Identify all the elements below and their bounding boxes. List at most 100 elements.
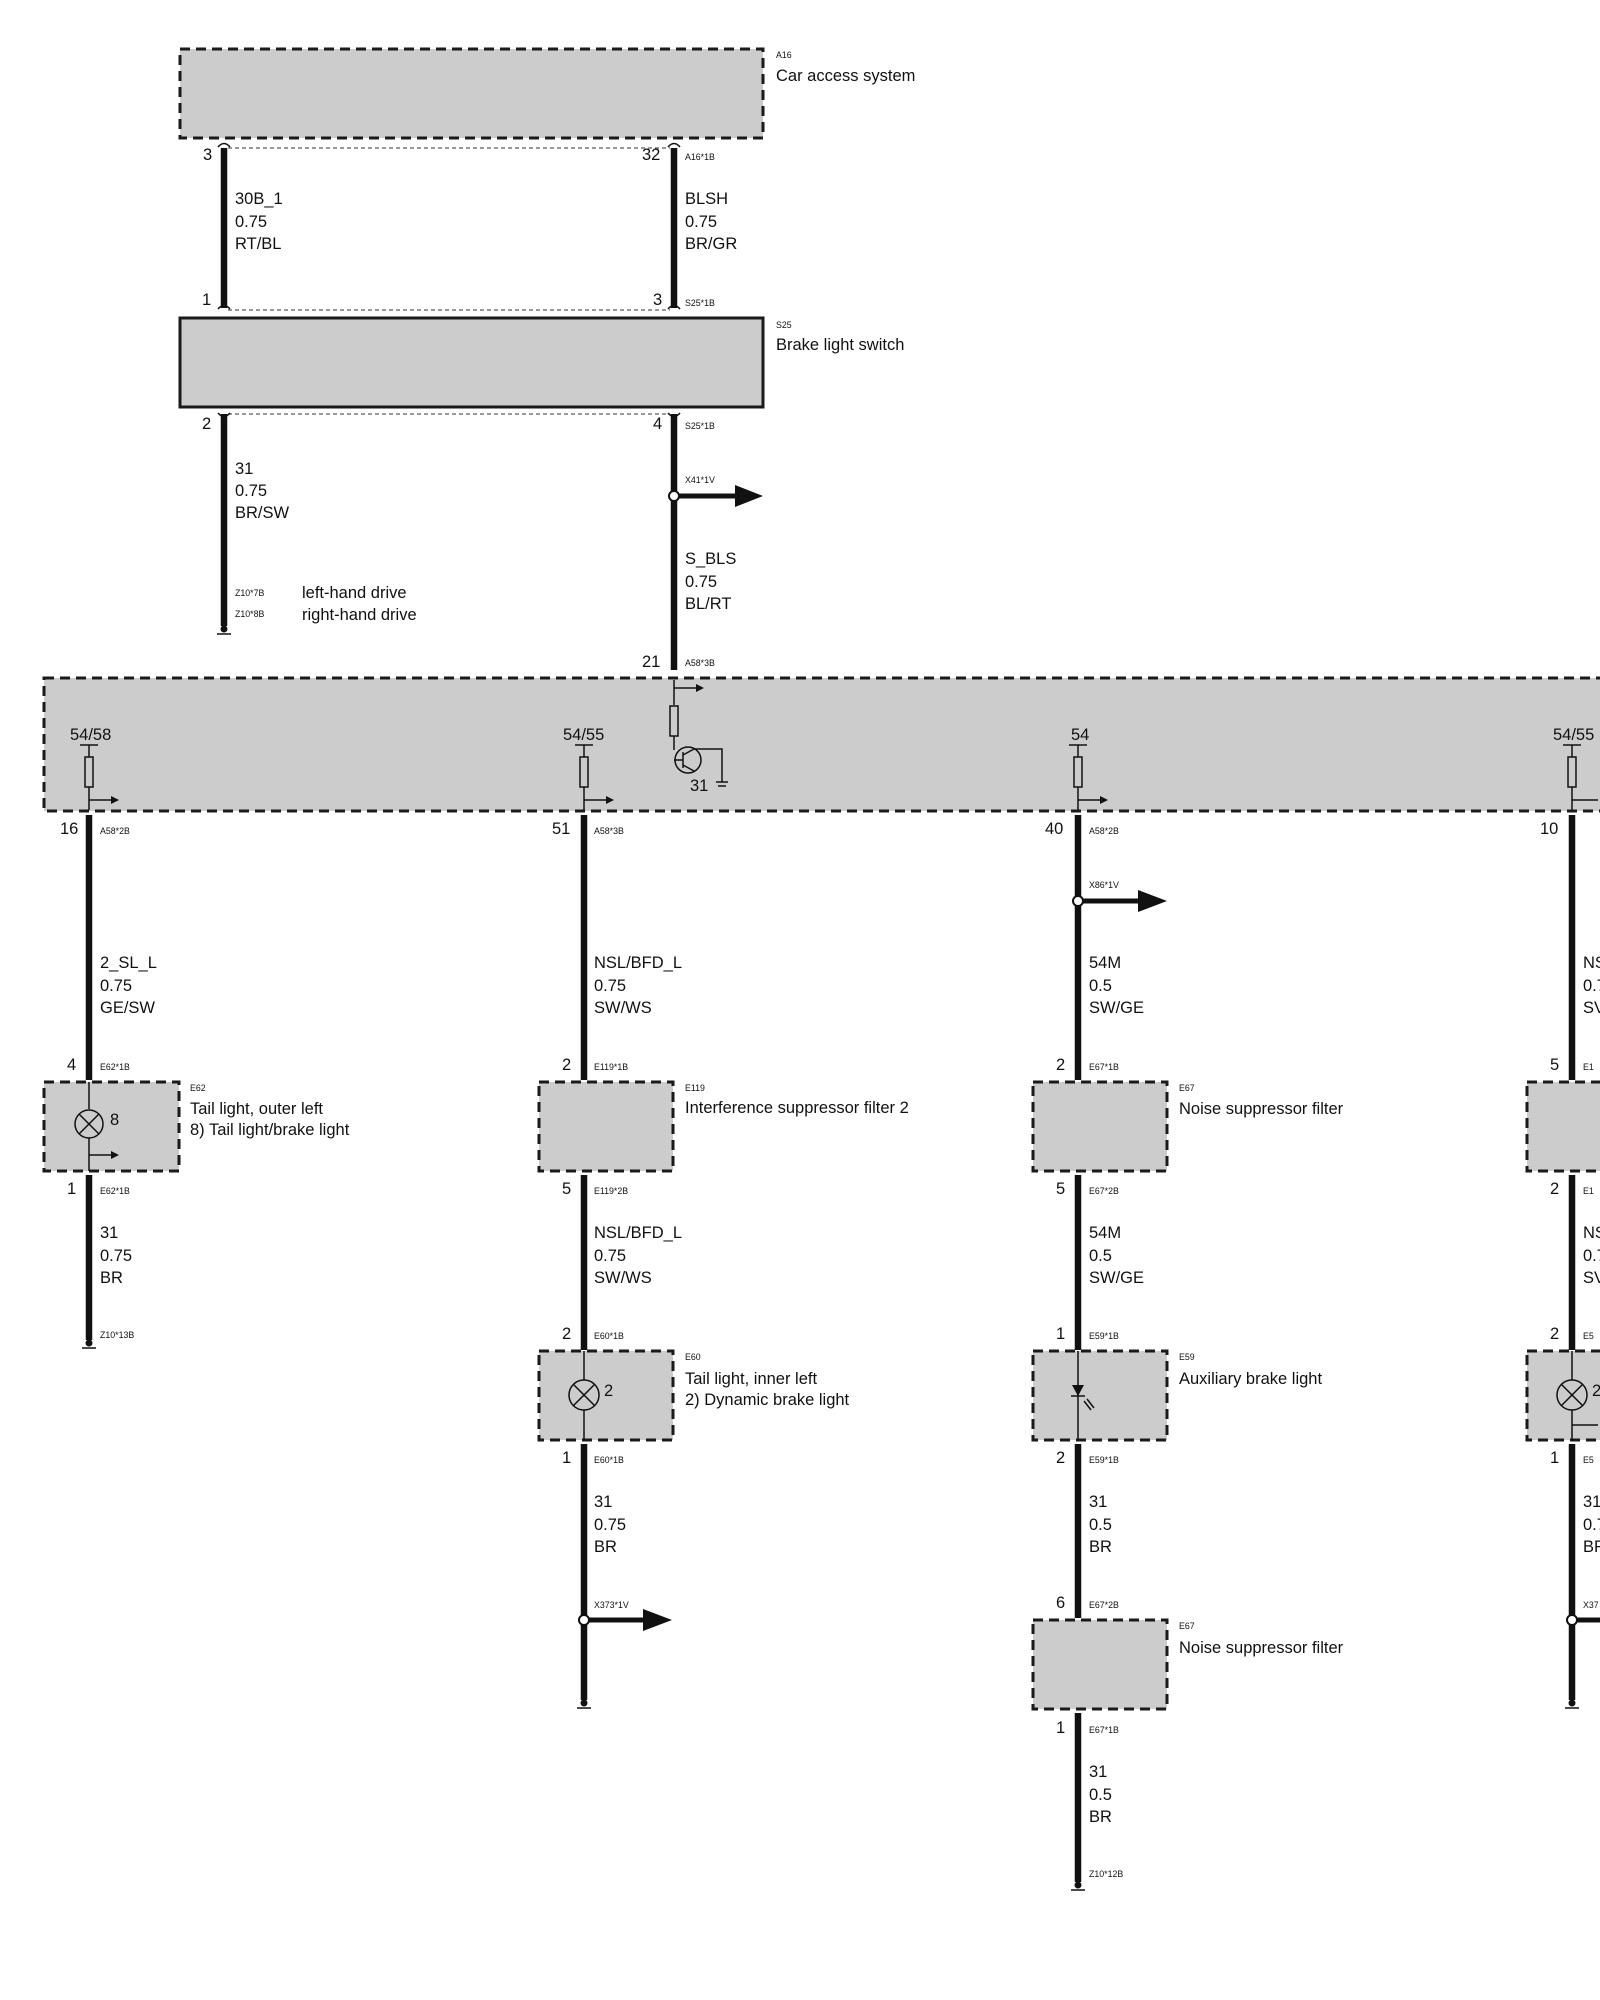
w4-size: 0.75: [685, 573, 717, 591]
w15-color: BF: [1583, 1538, 1600, 1556]
a58-internal-arrow: [1100, 796, 1108, 804]
component-e59-auxiliary-brake-light[interactable]: [1031, 1349, 1169, 1442]
w14-size: 0.5: [1089, 1516, 1112, 1534]
w9-size: 0.75: [100, 1247, 132, 1265]
conn-a58-3b-b: A58*3B: [594, 826, 624, 836]
component-a16-car-access-system[interactable]: [178, 47, 765, 140]
pin-e58-2a: 2: [1550, 1180, 1559, 1198]
component-a58-light-module[interactable]: [42, 676, 1600, 813]
w16-size: 0.5: [1089, 1786, 1112, 1804]
pin-s25-2: 2: [202, 415, 211, 433]
conn-e58-c3: E5: [1583, 1331, 1594, 1341]
pin-e59-1: 1: [1056, 1325, 1065, 1343]
w2-signal: BLSH: [685, 190, 728, 208]
w8-size: 0.7: [1583, 977, 1600, 995]
w14-color: BR: [1089, 1538, 1112, 1556]
conn-e60-1b-b: E60*1B: [594, 1455, 624, 1465]
conn-e62-1b-b: E62*1B: [100, 1186, 130, 1196]
conn-a16-1b: A16*1B: [685, 152, 715, 162]
w10-signal: NSL/BFD_L: [594, 1224, 682, 1242]
w9-signal: 31: [100, 1224, 118, 1242]
a58-ground-31: 31: [690, 777, 708, 795]
conn-x37-cut: X37: [1583, 1600, 1599, 1610]
component-e60-tail-light-inner-left[interactable]: [537, 1349, 675, 1442]
w11-color: SW/GE: [1089, 1269, 1144, 1287]
e67a-id: E67: [1179, 1083, 1195, 1093]
conn-e119-1b: E119*1B: [594, 1062, 628, 1072]
pin-e60-1: 1: [562, 1449, 571, 1467]
w6-color: SW/WS: [594, 999, 652, 1017]
conn-e62-1b-a: E62*1B: [100, 1062, 130, 1072]
conn-z10-7b: Z10*7B: [235, 588, 264, 598]
conn-e67-2b-a: E67*2B: [1089, 1186, 1119, 1196]
lamp-icon-x: [78, 1113, 100, 1135]
component-e119-interference-suppressor-filter-2[interactable]: [537, 1080, 675, 1173]
pin-a16-32: 32: [642, 146, 660, 164]
pin-a58-10: 10: [1540, 820, 1558, 838]
ground-dot: [1568, 1699, 1576, 1707]
w5-size: 0.75: [100, 977, 132, 995]
conn-e58-c2: E1: [1583, 1186, 1594, 1196]
w9-color: BR: [100, 1269, 123, 1287]
w16-signal: 31: [1089, 1763, 1107, 1781]
w13-size: 0.75: [594, 1516, 626, 1534]
w8-color: SV: [1583, 999, 1600, 1017]
w8-signal: NS: [1583, 954, 1600, 972]
e62-lamp-num: 8: [110, 1111, 119, 1129]
conn-x41: X41*1V: [685, 475, 715, 485]
component-e67-noise-suppressor-filter-2[interactable]: [1031, 1618, 1169, 1711]
w7-size: 0.5: [1089, 977, 1112, 995]
w16-color: BR: [1089, 1808, 1112, 1826]
pin-e67a-2: 2: [1056, 1056, 1065, 1074]
e62-name: Tail light, outer left: [190, 1100, 323, 1118]
w1-size: 0.75: [235, 213, 267, 231]
component-col4-filter[interactable]: [1525, 1080, 1600, 1173]
e67b-name: Noise suppressor filter: [1179, 1639, 1344, 1657]
component-e67-noise-suppressor-filter[interactable]: [1031, 1080, 1169, 1173]
e67a-name: Noise suppressor filter: [1179, 1100, 1344, 1118]
conn-s25-1b-top: S25*1B: [685, 298, 715, 308]
s25-id: S25: [776, 320, 792, 330]
pin-e62-4: 4: [67, 1056, 76, 1074]
a58-internal-arrow: [696, 684, 704, 692]
a58-fuse-54-58: 54/58: [70, 726, 111, 744]
pin-a58-51: 51: [552, 820, 570, 838]
conn-z10-8b: Z10*8B: [235, 609, 264, 619]
component-s25-brake-light-switch[interactable]: [178, 316, 765, 409]
e60-lamp-num: 2: [604, 1382, 613, 1400]
conn-x373: X373*1V: [594, 1600, 629, 1610]
a58-line: [682, 764, 695, 772]
conn-e58-c4: E5: [1583, 1455, 1594, 1465]
e59-name: Auxiliary brake light: [1179, 1370, 1322, 1388]
pin-s25-3: 3: [653, 291, 662, 309]
x373-arrow: [643, 1609, 672, 1631]
a16-name: Car access system: [776, 67, 915, 85]
conn-x86: X86*1V: [1089, 880, 1119, 890]
w2-size: 0.75: [685, 213, 717, 231]
pin-a58-21: 21: [642, 653, 660, 671]
lamp-icon-x: [1560, 1383, 1584, 1407]
conn-a58-3b-top: A58*3B: [685, 658, 715, 668]
conn-e60-1b-a: E60*1B: [594, 1331, 624, 1341]
splice-x373: [578, 1614, 590, 1626]
e119-id: E119: [685, 1083, 705, 1093]
conn-e119-2b: E119*2B: [594, 1186, 628, 1196]
pin-e62-1: 1: [67, 1180, 76, 1198]
conn-s25-1b-bot: S25*1B: [685, 421, 715, 431]
component-e58-tail-light[interactable]: [1525, 1349, 1600, 1442]
pin-e58-5: 5: [1550, 1056, 1559, 1074]
w3-color: BR/SW: [235, 504, 290, 522]
ground-dot: [220, 625, 228, 633]
pin-e58-2b: 2: [1550, 1325, 1559, 1343]
w14-signal: 31: [1089, 1493, 1107, 1511]
e62-internal-arrow: [111, 1151, 119, 1159]
e62-id: E62: [190, 1083, 206, 1093]
led-icon-ray: [1086, 1398, 1095, 1409]
conn-z10-13b: Z10*13B: [100, 1330, 134, 1340]
pin-a16-3: 3: [203, 146, 212, 164]
pin-e67b-1: 1: [1056, 1719, 1065, 1737]
w5-color: GE/SW: [100, 999, 155, 1017]
pin-e119-2: 2: [562, 1056, 571, 1074]
conn-a58-2b-b: A58*2B: [1089, 826, 1119, 836]
